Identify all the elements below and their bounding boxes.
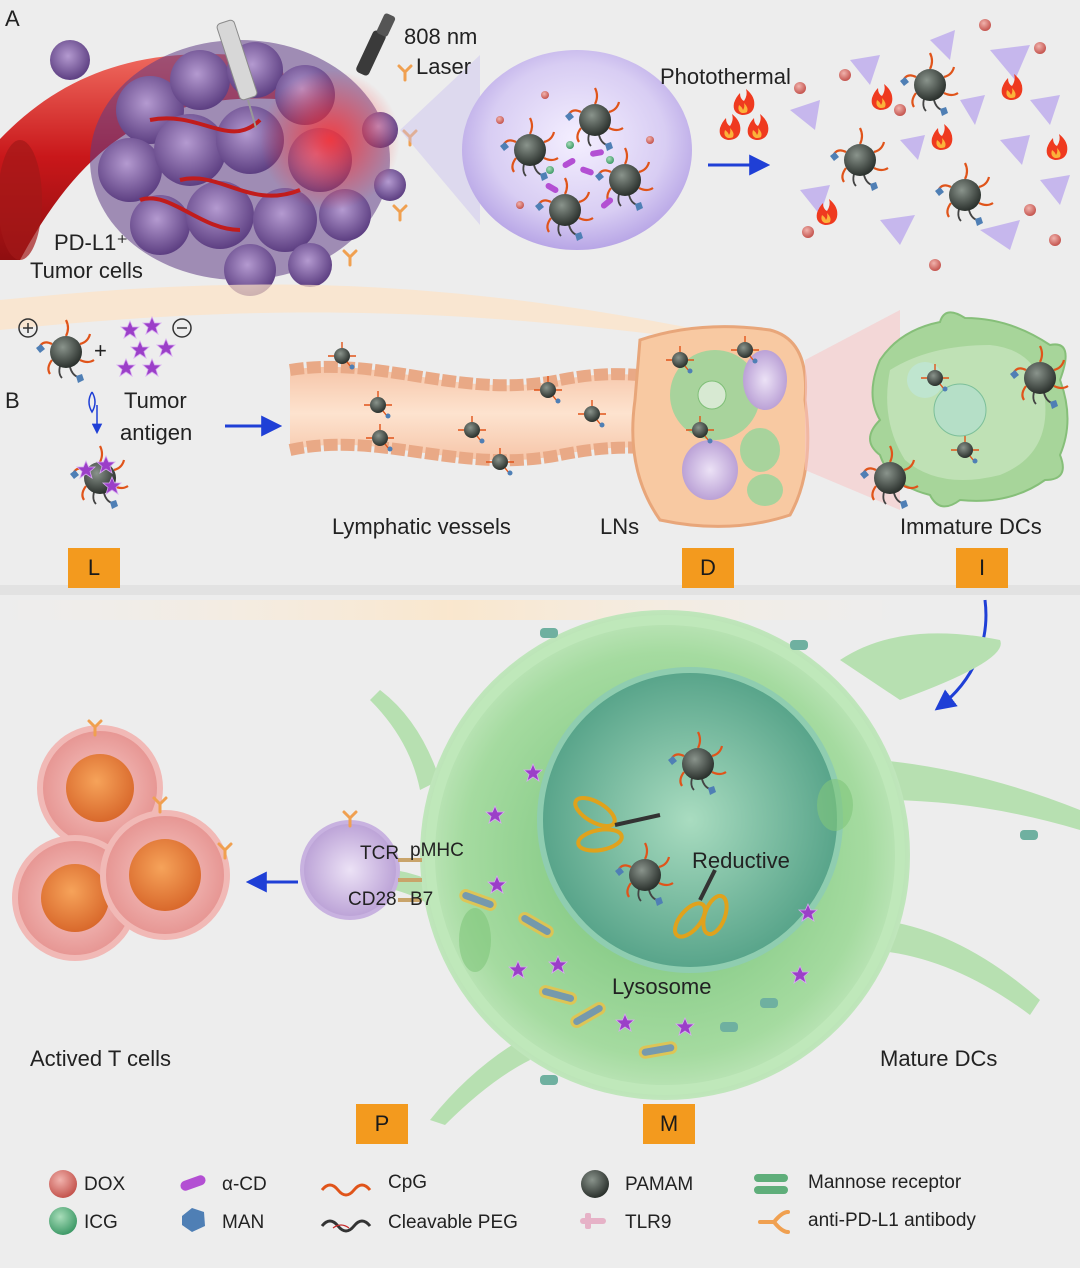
pamam-icon xyxy=(581,1170,609,1198)
nanoparticle xyxy=(898,51,960,118)
reductive-label: Reductive xyxy=(692,848,790,873)
tumor-label-line1: PD-L1⁺ xyxy=(54,230,128,255)
anti-pd-l1-antibody-icon xyxy=(758,1210,790,1234)
photothermal-label: Photothermal xyxy=(660,64,791,89)
laser-label-line2: Laser xyxy=(416,54,472,79)
immature-dc-label: Immature DCs xyxy=(900,514,1042,539)
dox-icon xyxy=(49,1170,77,1198)
self-assembly-mark xyxy=(88,391,96,414)
panel-divider xyxy=(0,585,1080,595)
legend-label: α-CD xyxy=(222,1174,267,1195)
panel-divider xyxy=(0,600,900,620)
tlr9-icon xyxy=(580,1213,606,1229)
lysosome-label: Lysosome xyxy=(612,974,712,999)
tumor-mass xyxy=(50,40,406,296)
laser-label-line1: 808 nm xyxy=(404,24,478,49)
flame-icon xyxy=(1046,134,1068,160)
antigen-star-icon xyxy=(116,358,136,377)
icg-icon xyxy=(49,1207,77,1235)
antigen-star-icon xyxy=(120,320,140,339)
legend-label: anti-PD-L1 antibody xyxy=(808,1210,976,1231)
legend-label: MAN xyxy=(222,1212,265,1233)
nanoparticle xyxy=(34,318,96,385)
nanoparticle-bubble xyxy=(462,50,692,250)
nanovaccine-complex xyxy=(68,444,130,511)
alpha-cd-cluster xyxy=(545,149,614,209)
antigen-star-icon xyxy=(142,358,162,377)
flame-icon xyxy=(1001,74,1023,100)
tag-i: I xyxy=(956,548,1008,588)
dox-released xyxy=(794,19,1061,271)
legend-label: CpG xyxy=(388,1172,428,1193)
tumor-label-line2: Tumor cells xyxy=(30,258,143,283)
flame-icon xyxy=(719,114,741,140)
tag-d: D xyxy=(682,548,734,588)
legend-label: DOX xyxy=(84,1174,126,1195)
peg-cleave-mark xyxy=(332,1224,350,1229)
antigen-label-line2: antigen xyxy=(120,420,193,445)
tag-l: L xyxy=(68,548,120,588)
lymphatic-vessel xyxy=(288,360,666,467)
laser-probe xyxy=(356,13,396,76)
legend-label: PAMAM xyxy=(625,1174,694,1195)
flame-icon xyxy=(871,84,893,110)
scissors-icon xyxy=(673,869,729,939)
antigen-star-icon xyxy=(156,338,176,357)
mature-dc xyxy=(320,610,1080,1125)
cleavable-peg-icon xyxy=(320,1219,372,1233)
t-cell-interacting xyxy=(300,810,422,920)
tag-m: M xyxy=(643,1104,695,1144)
mhc-complex xyxy=(459,889,678,1059)
antigen-star-icon xyxy=(130,340,150,359)
nanoparticle xyxy=(828,126,890,193)
vessel-opening xyxy=(0,140,42,260)
flame-icon xyxy=(931,124,953,150)
lymphatic-label: Lymphatic vessels xyxy=(332,514,511,539)
mannose-receptors xyxy=(540,628,1038,1085)
tag-p: P xyxy=(356,1104,408,1144)
legend-label: TLR9 xyxy=(625,1212,672,1233)
b7-label: B7 xyxy=(410,889,434,910)
charge-plus-icon xyxy=(18,318,38,338)
cd28-label: CD28 xyxy=(348,889,397,910)
zoom-cone xyxy=(805,310,900,510)
panel-label-a: A xyxy=(5,6,20,31)
antigen-star-icon xyxy=(142,316,162,335)
flame-icon xyxy=(747,114,769,140)
lns-label: LNs xyxy=(600,514,640,539)
antibody-icon xyxy=(342,249,358,267)
immature-dc xyxy=(858,311,1070,511)
panel-label-b: B xyxy=(5,388,20,413)
lymph-node xyxy=(631,325,810,528)
cpg-icon xyxy=(320,1183,372,1197)
tcr-label: TCR xyxy=(360,843,400,864)
antigen-label-line1: Tumor xyxy=(124,388,187,413)
plus-sign: + xyxy=(94,338,107,363)
mannose-receptor-icon xyxy=(754,1174,788,1194)
syringe xyxy=(216,19,258,129)
antibody-icon xyxy=(397,64,413,82)
t-cells-label: Actived T cells xyxy=(30,1046,172,1071)
panel-divider xyxy=(0,284,700,340)
activated-t-cells xyxy=(12,719,233,961)
scissors-icon xyxy=(573,796,661,853)
legend-label: ICG xyxy=(84,1212,118,1233)
man-icon xyxy=(182,1208,205,1232)
legend-label: Cleavable PEG xyxy=(388,1212,518,1233)
flame-icon xyxy=(733,89,755,115)
alpha-cd-icon xyxy=(180,1175,206,1191)
nanoparticle xyxy=(933,161,995,228)
mature-dc-label: Mature DCs xyxy=(880,1046,998,1071)
pmhc-label: pMHC xyxy=(410,840,464,861)
blood-vessel xyxy=(0,54,290,260)
antibody-icon xyxy=(392,204,408,222)
legend-label: Mannose receptor xyxy=(808,1172,962,1193)
charge-minus-icon xyxy=(172,318,192,338)
zoom-cone xyxy=(400,55,480,225)
